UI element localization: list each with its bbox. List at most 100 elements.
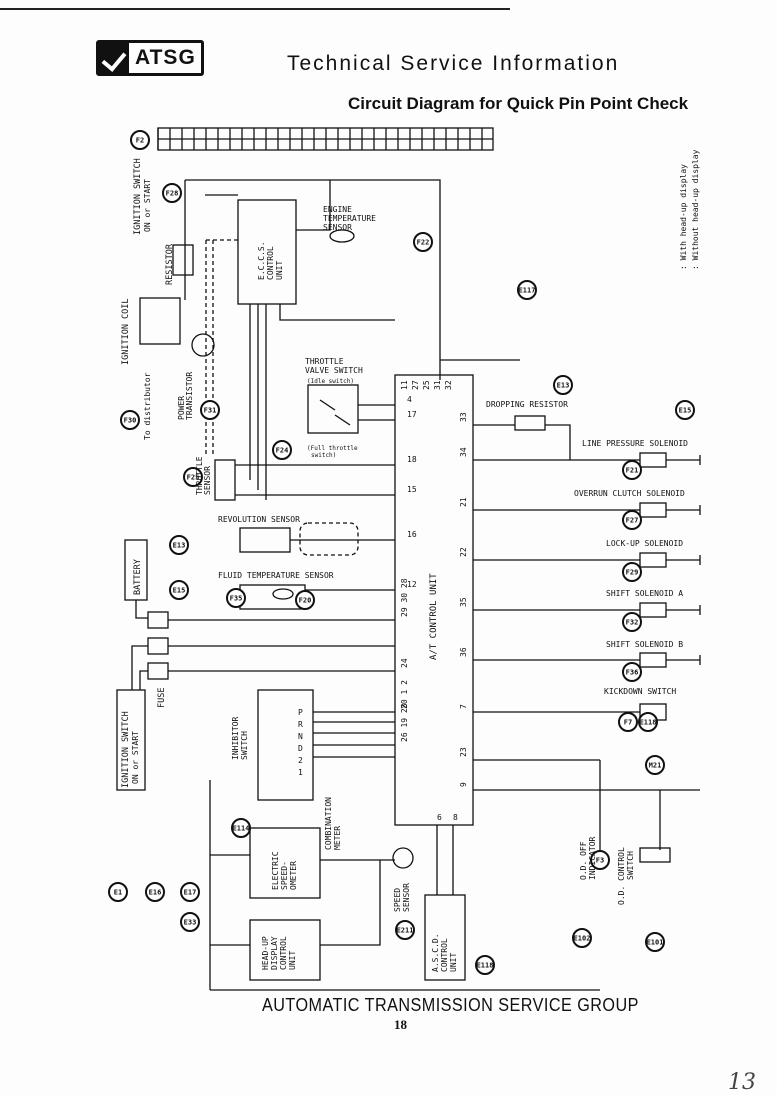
connector-label-m21: M21	[649, 762, 662, 770]
handwritten-page-mark: 13	[728, 1070, 756, 1095]
ignition-coil-label: IGNITION COIL	[121, 298, 131, 365]
connector-f27	[622, 510, 642, 530]
dropping-resistor-box	[514, 415, 546, 431]
connector-e101	[645, 932, 665, 952]
pin-right-3: 22	[459, 547, 468, 557]
connector-e16	[145, 882, 165, 902]
inhibitor-label-2: SWITCH	[240, 731, 249, 760]
ascd-label: A.S.C.D.	[431, 933, 440, 972]
pin-left-6: 17	[407, 410, 417, 419]
connector-label-e15b: E15	[173, 587, 186, 595]
pin-left-14: 26 19 28	[400, 703, 409, 742]
legend-with-hud: : With head-up display	[679, 164, 688, 270]
hud-label-4: UNIT	[288, 951, 297, 970]
inhibitor-position-P: P	[298, 708, 303, 717]
pin-right-4: 35	[459, 597, 468, 607]
eccs-label: E.C.C.S.	[257, 241, 266, 280]
connector-f3	[590, 850, 610, 870]
fuse-3	[147, 662, 169, 680]
solenoid-coil-4	[639, 602, 667, 618]
footer-organization: AUTOMATIC TRANSMISSION SERVICE GROUP	[262, 995, 639, 1015]
at-control-unit-box	[394, 374, 474, 826]
ignition-switch-bottom-label-2: ON or START	[131, 731, 140, 784]
hud-label-3: CONTROL	[279, 936, 288, 970]
line-pressure-label: LINE PRESSURE SOLENOID	[582, 439, 688, 448]
connector-label-e114: E114	[233, 825, 250, 833]
at-control-unit-label: A/T CONTROL UNIT	[429, 573, 439, 660]
revolution-sensor-label: REVOLUTION SENSOR	[218, 515, 300, 524]
connector-e33	[180, 912, 200, 932]
pin-left-3: 31	[433, 380, 442, 390]
pin-right-2: 21	[459, 497, 468, 507]
fluid-temp-sensor-box	[239, 584, 306, 610]
connector-label-e1: E1	[114, 889, 122, 897]
connector-f2	[130, 130, 150, 150]
power-transistor-label: POWER	[177, 396, 186, 420]
legend-without-hud: : Without head-up display	[691, 149, 700, 270]
pin-bottom-1: 8	[453, 813, 458, 822]
idle-switch-label: (Idle switch)	[307, 378, 354, 385]
connector-label-e13b: E13	[173, 542, 186, 550]
kickdown-label: KICKDOWN SWITCH	[604, 687, 676, 696]
connector-e15b	[169, 580, 189, 600]
logo-text: ATSG	[135, 46, 196, 69]
overrun-clutch-label: OVERRUN CLUTCH SOLENOID	[574, 489, 685, 498]
connector-e17	[180, 882, 200, 902]
fuse-2	[147, 637, 169, 655]
checkmark-icon	[99, 43, 129, 73]
fuse-label: FUSE	[157, 688, 167, 708]
top-rule	[0, 8, 510, 10]
connector-e117	[517, 280, 537, 300]
connector-f35	[226, 588, 246, 608]
connector-f25	[183, 467, 203, 487]
pin-left-0: 11	[400, 380, 409, 390]
connector-label-f2: F2	[136, 137, 144, 145]
od-indicator-label-2: INDICATOR	[588, 836, 597, 880]
connector-f20	[295, 590, 315, 610]
inhibitor-position-R: R	[298, 720, 303, 729]
power-transistor	[191, 333, 215, 357]
connector-label-e16: E16	[149, 889, 162, 897]
connector-e102	[572, 928, 592, 948]
connector-label-e211: E211	[397, 927, 414, 935]
od-control-switch-box	[639, 847, 671, 863]
od-switch-label-2: SWITCH	[626, 851, 635, 880]
pin-right-0: 33	[459, 412, 468, 422]
lockup-label: LOCK-UP SOLENOID	[606, 539, 683, 548]
solenoid-coil-2	[639, 502, 667, 518]
electric-speedometer-box	[249, 827, 321, 899]
pin-left-10: 12	[407, 580, 417, 589]
atsg-logo: ATSG	[96, 40, 204, 76]
ignition-coil-box	[139, 297, 181, 345]
ignition-switch-bottom-label: IGNITION SWITCH	[121, 711, 131, 788]
connector-label-f30: F30	[124, 417, 137, 425]
pin-right-6: 7	[459, 704, 468, 709]
od-switch-label: O.D. CONTROL	[617, 847, 626, 905]
hud-control-unit-box	[249, 919, 321, 981]
pin-left-9: 16	[407, 530, 417, 539]
to-distributor-label: To distributor	[143, 372, 152, 440]
eccs-label-2: CONTROL	[266, 246, 275, 280]
connector-m21	[645, 755, 665, 775]
connector-label-e15: E15	[679, 407, 692, 415]
speed-sensor-label-2: SENSOR	[402, 883, 411, 912]
connector-e118	[638, 712, 658, 732]
ignition-switch-top-label-2: ON or START	[143, 179, 152, 232]
connector-label-e33: E33	[184, 919, 197, 927]
resistor-label: RESISTOR	[165, 243, 175, 285]
connector-f21	[622, 460, 642, 480]
eccs-control-unit-box	[237, 199, 297, 305]
connector-label-f28: F28	[166, 190, 179, 198]
shift-b-label: SHIFT SOLENOID B	[606, 640, 683, 649]
solenoid-coil-3	[639, 552, 667, 568]
throttle-sensor-box	[214, 459, 236, 501]
connector-label-f35: F35	[230, 595, 243, 603]
connector-label-f29: F29	[626, 569, 639, 577]
full-throttle-label-2: switch)	[311, 452, 336, 459]
inhibitor-switch-box	[257, 689, 314, 801]
hud-label-2: DISPLAY	[270, 936, 279, 970]
pin-left-2: 25	[422, 380, 431, 390]
combination-meter-label-2: METER	[333, 826, 342, 850]
inhibitor-label: INHIBITOR	[231, 716, 240, 760]
resistor-box	[172, 244, 194, 276]
